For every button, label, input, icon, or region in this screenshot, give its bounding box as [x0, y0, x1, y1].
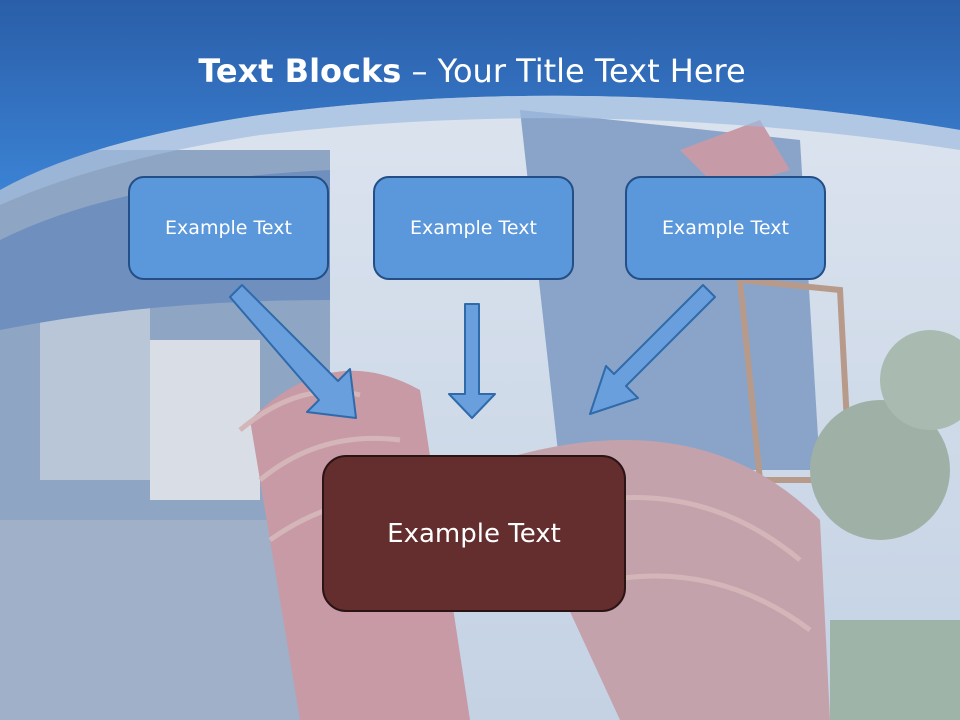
- result-text-block[interactable]: Example Text: [322, 455, 626, 612]
- slide-title: Text Blocks – Your Title Text Here: [0, 52, 944, 90]
- title-rest: Your Title Text Here: [437, 52, 746, 90]
- title-dash: –: [401, 52, 438, 90]
- text-block-3[interactable]: Example Text: [625, 176, 826, 280]
- title-bold-part: Text Blocks: [198, 52, 402, 90]
- text-block-2[interactable]: Example Text: [373, 176, 574, 280]
- text-block-1[interactable]: Example Text: [128, 176, 329, 280]
